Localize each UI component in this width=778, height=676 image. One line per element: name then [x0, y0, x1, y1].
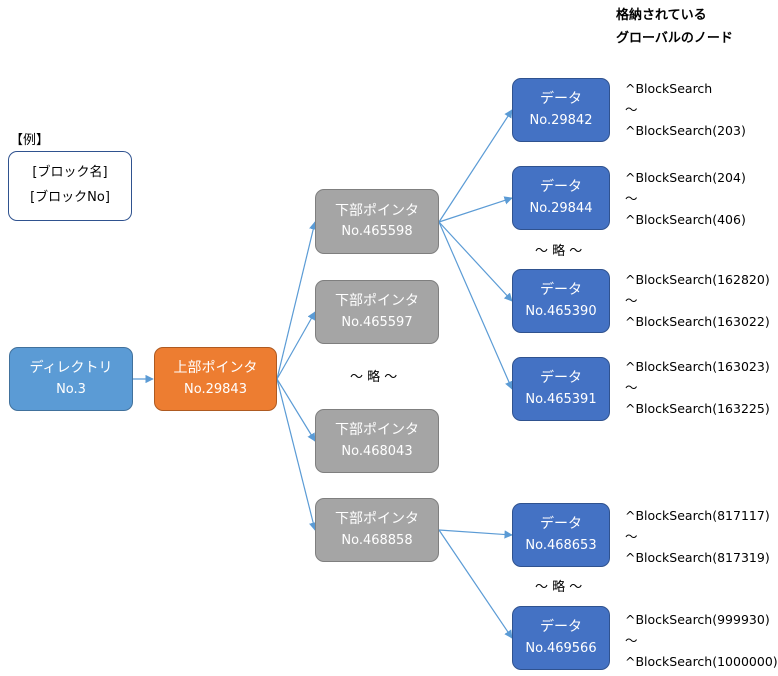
omitted-lower-pointers: ～ 略 ～ [350, 370, 398, 385]
range-tilde: ～ [625, 293, 638, 308]
edge-lower1-data-1 [438, 109, 513, 223]
data-node: データ No.29844 [512, 166, 610, 230]
lower-pointer-node: 下部ポインタ No.468858 [315, 498, 439, 562]
directory-node: ディレクトリ No.3 [9, 347, 133, 411]
lower-pointer-node: 下部ポインタ No.465597 [315, 280, 439, 344]
data-node: データ No.29842 [512, 78, 610, 142]
node-label: 下部ポインタ [335, 293, 419, 310]
range-tilde: ～ [625, 102, 638, 117]
global-node-range: ^BlockSearch(999930) ～ ^BlockSearch(1000… [625, 609, 778, 672]
range-tilde: ～ [625, 191, 638, 206]
data-node: データ No.468653 [512, 503, 610, 567]
node-number: No.469566 [525, 640, 597, 656]
range-tilde: ～ [625, 380, 638, 395]
legend-block-name: [ブロック名] [32, 165, 108, 181]
range-start: ^BlockSearch(204) [625, 170, 746, 185]
global-node-range: ^BlockSearch(163023) ～ ^BlockSearch(1632… [625, 356, 770, 419]
global-node-range: ^BlockSearch(162820) ～ ^BlockSearch(1630… [625, 269, 770, 332]
edge-lower4-data-6 [438, 529, 513, 639]
range-end: ^BlockSearch(1000000) [625, 654, 778, 669]
header-line-2: グローバルのノード [616, 31, 733, 46]
stored-nodes-header: 格納されている グローバルのノード [616, 4, 733, 50]
node-label: データ [540, 619, 582, 636]
upper-pointer-node: 上部ポインタ No.29843 [154, 347, 277, 411]
edge-upper-lower-1 [276, 221, 318, 380]
node-number: No.465391 [525, 391, 597, 407]
edge-lower1-data-2 [438, 196, 513, 223]
node-number: No.468858 [341, 532, 413, 548]
edge-lower1-data-3 [438, 221, 513, 302]
legend-block-no: [ブロックNo] [30, 190, 110, 205]
edge-upper-lower-4 [276, 378, 318, 531]
range-start: ^BlockSearch [625, 81, 713, 96]
node-number: No.468653 [525, 537, 597, 553]
global-node-range: ^BlockSearch(817117) ～ ^BlockSearch(8173… [625, 505, 770, 568]
range-start: ^BlockSearch(817117) [625, 508, 770, 523]
range-end: ^BlockSearch(203) [625, 123, 746, 138]
node-number: No.3 [56, 381, 86, 397]
edge-lower4-data-5 [438, 529, 513, 539]
range-end: ^BlockSearch(817319) [625, 550, 770, 565]
node-number: No.465597 [341, 314, 413, 330]
lower-pointer-node: 下部ポインタ No.465598 [315, 189, 439, 254]
node-label: データ [540, 91, 582, 108]
lower-pointer-node: 下部ポインタ No.468043 [315, 409, 439, 473]
legend-title: 【例】 [10, 133, 50, 148]
node-number: No.465598 [341, 224, 413, 240]
node-label: 下部ポインタ [335, 202, 419, 219]
range-tilde: ～ [625, 529, 638, 544]
global-node-range: ^BlockSearch(204) ～ ^BlockSearch(406) [625, 167, 746, 230]
node-label: データ [540, 516, 582, 533]
node-label: 下部ポインタ [335, 422, 419, 439]
node-label: 下部ポインタ [335, 511, 419, 528]
node-label: データ [540, 282, 582, 299]
range-end: ^BlockSearch(163225) [625, 401, 770, 416]
range-end: ^BlockSearch(163022) [625, 314, 770, 329]
node-number: No.29843 [184, 381, 247, 397]
omitted-data-nodes-lower: ～ 略 ～ [535, 580, 583, 595]
node-label: データ [540, 370, 582, 387]
node-number: No.29844 [529, 200, 593, 216]
range-tilde: ～ [625, 633, 638, 648]
range-start: ^BlockSearch(163023) [625, 359, 770, 374]
data-node: データ No.469566 [512, 606, 610, 670]
node-number: No.465390 [525, 303, 597, 319]
node-number: No.468043 [341, 443, 413, 459]
range-end: ^BlockSearch(406) [625, 212, 746, 227]
node-label: データ [540, 179, 582, 196]
global-node-range: ^BlockSearch ～ ^BlockSearch(203) [625, 78, 746, 141]
legend-box: [ブロック名] [ブロックNo] [8, 151, 132, 221]
omitted-data-nodes-upper: ～ 略 ～ [535, 244, 583, 259]
edge-upper-lower-3 [276, 378, 316, 442]
node-label: ディレクトリ [29, 360, 113, 377]
data-node: データ No.465391 [512, 357, 610, 421]
range-start: ^BlockSearch(999930) [625, 612, 770, 627]
range-start: ^BlockSearch(162820) [625, 272, 770, 287]
node-number: No.29842 [529, 112, 593, 128]
header-line-1: 格納されている [616, 8, 707, 23]
node-label: 上部ポインタ [173, 360, 258, 377]
edge-upper-lower-2 [276, 311, 316, 380]
data-node: データ No.465390 [512, 269, 610, 333]
edge-lower1-data-4 [438, 221, 513, 390]
